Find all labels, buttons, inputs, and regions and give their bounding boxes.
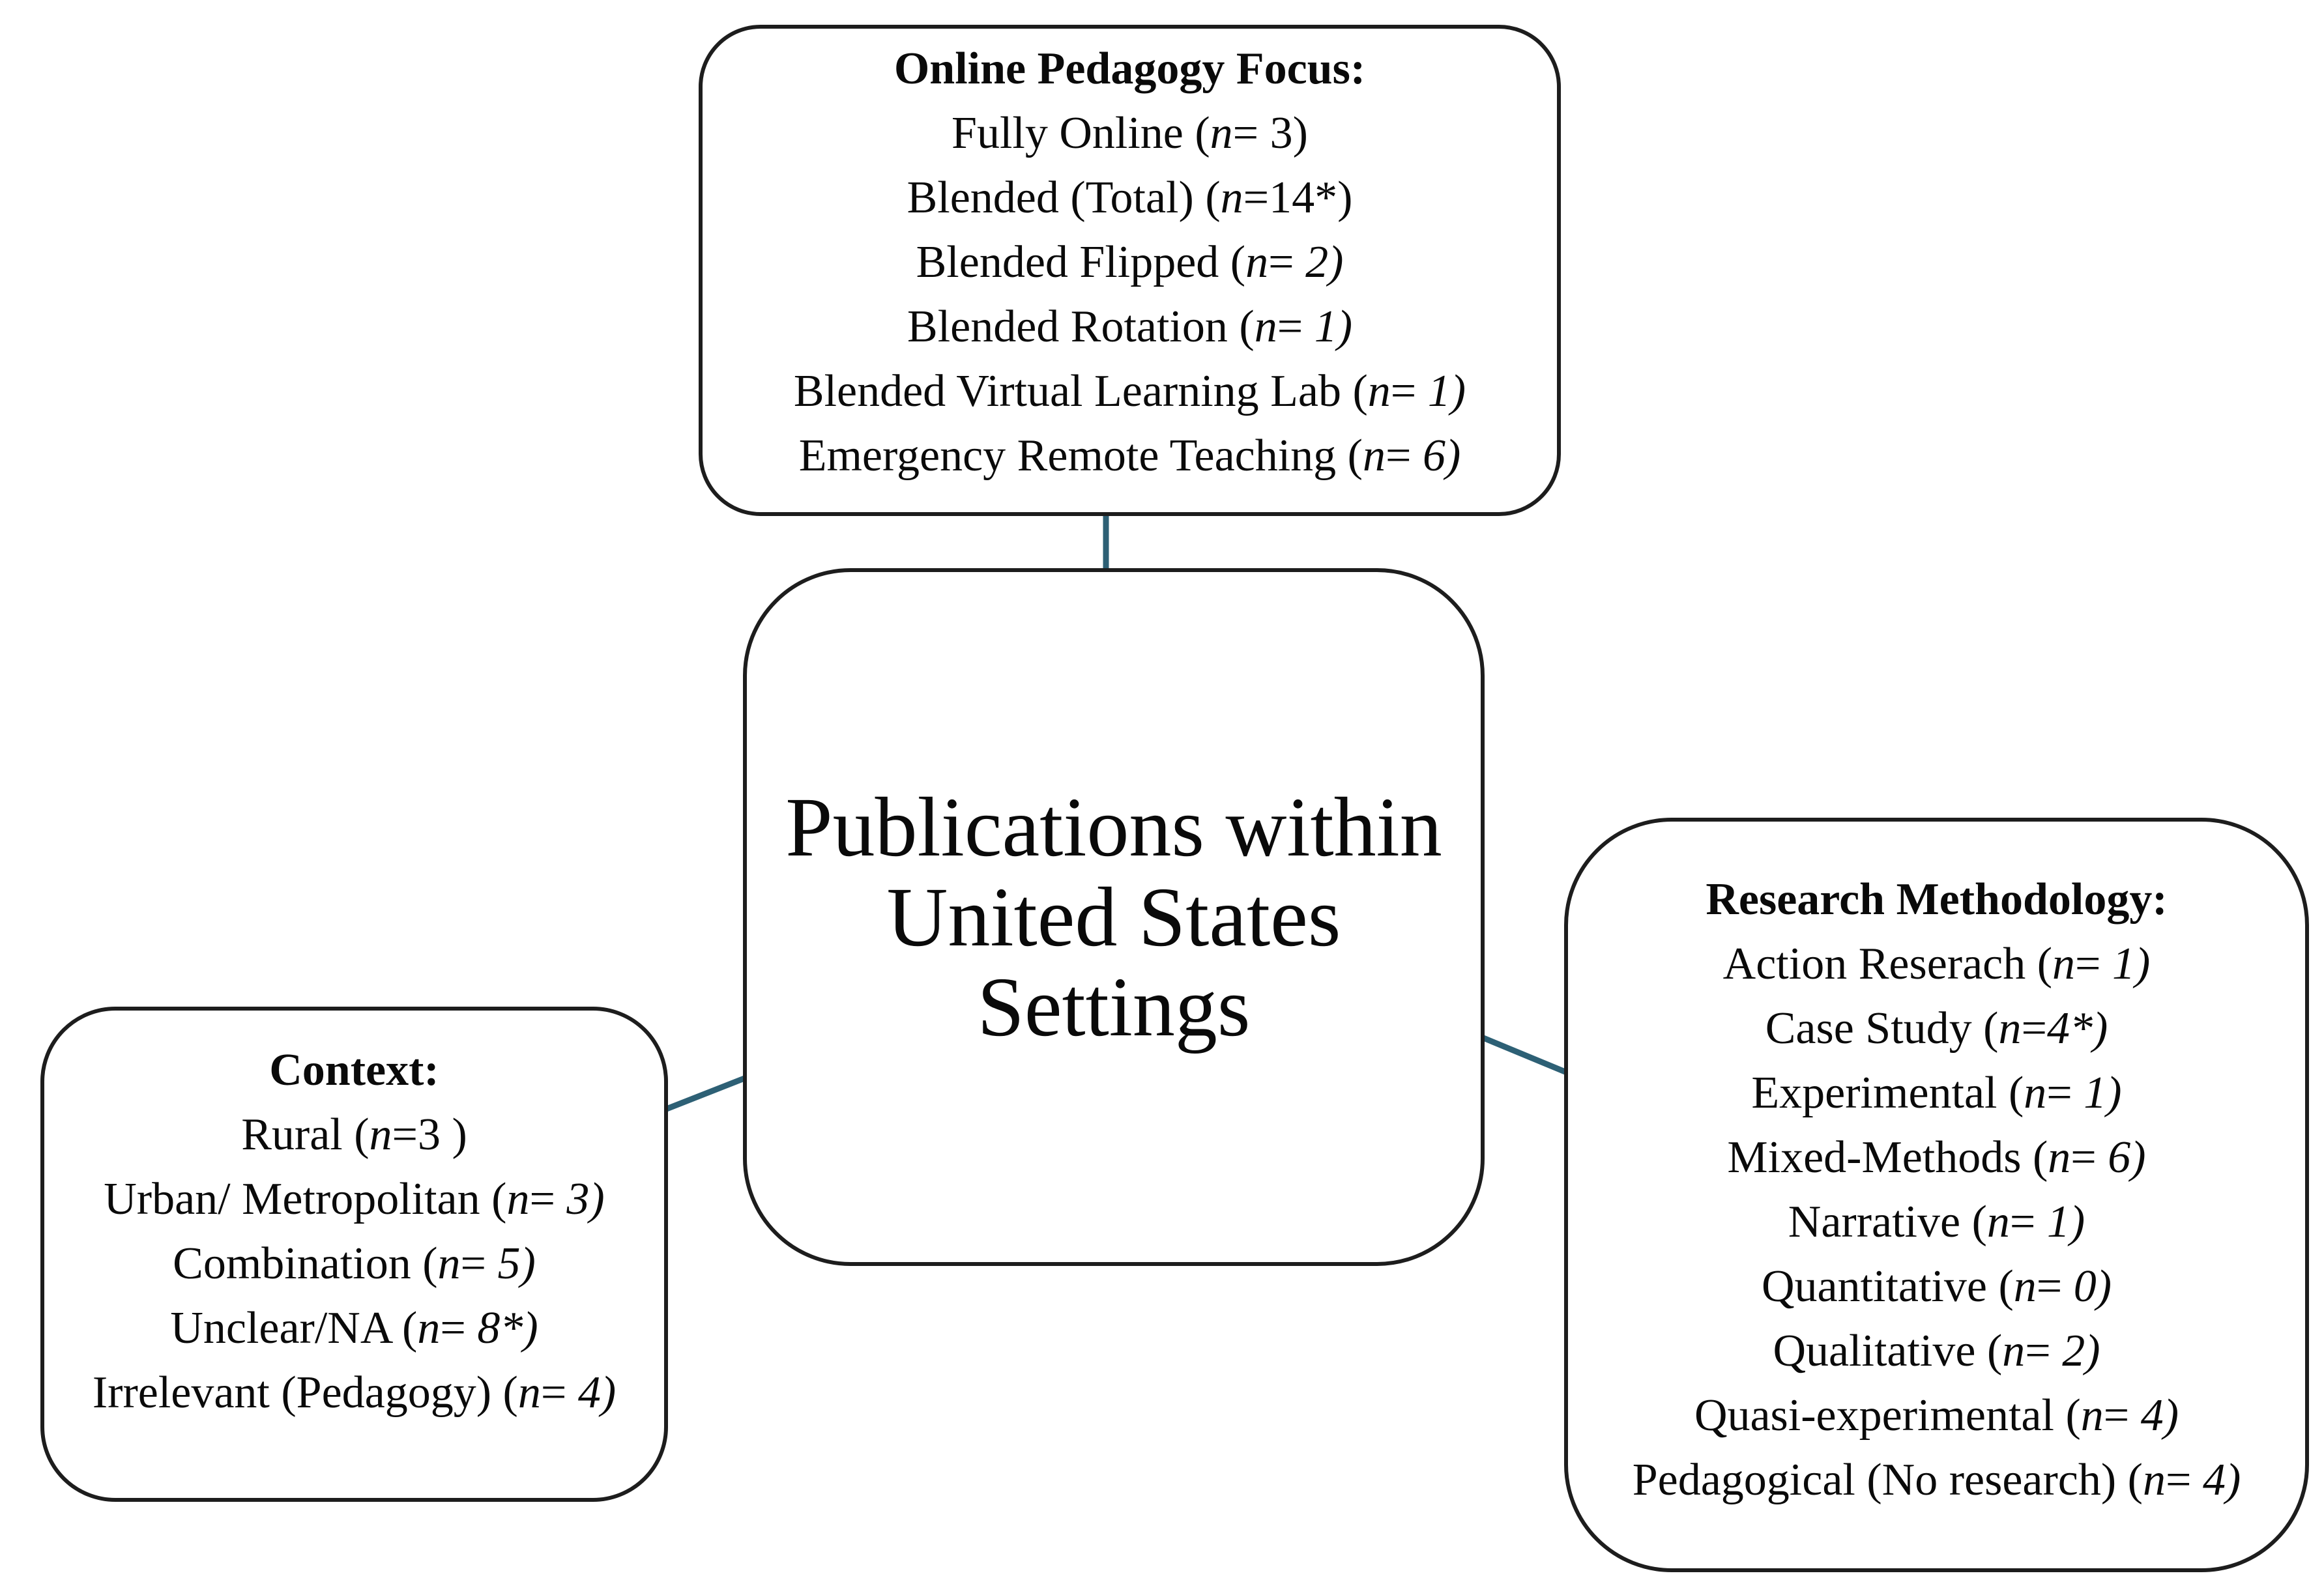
list-item: Unclear/NA (n= 8*) bbox=[170, 1303, 538, 1353]
list-item: Pedagogical (No research) (n= 4) bbox=[1632, 1455, 2241, 1505]
list-item: Fully Online (n= 3) bbox=[951, 108, 1308, 158]
node-heading-online-pedagogy-focus: Online Pedagogy Focus: bbox=[893, 44, 1366, 94]
node-items-context: Rural (n=3 ) Urban/ Metropolitan (n= 3) Co… bbox=[44, 1102, 664, 1425]
list-item: Case Study (n=4*) bbox=[1765, 1003, 2108, 1054]
center-title-line-1: Publications within bbox=[785, 780, 1442, 874]
list-item: Irrelevant (Pedagogy) (n= 4) bbox=[92, 1368, 617, 1418]
list-item: Blended Virtual Learning Lab (n= 1) bbox=[793, 366, 1466, 416]
center-title-line-3: Settings bbox=[977, 960, 1251, 1054]
list-item: Quasi-experimental (n= 4) bbox=[1694, 1390, 2179, 1441]
node-online-pedagogy-focus: Online Pedagogy Focus: Fully Online (n= … bbox=[699, 25, 1561, 516]
node-research-methodology: Research Methodology: Action Reserach (n… bbox=[1564, 818, 2309, 1572]
list-item: Experimental (n= 1) bbox=[1751, 1068, 2122, 1118]
list-item: Qualitative (n= 2) bbox=[1773, 1326, 2100, 1376]
list-item: Combination (n= 5) bbox=[173, 1239, 536, 1289]
node-context: Context: Rural (n=3 ) Urban/ Metropolitan… bbox=[40, 1007, 668, 1502]
center-node-publications: Publications within United States Settin… bbox=[743, 568, 1485, 1266]
node-heading-context: Context: bbox=[269, 1045, 439, 1095]
list-item: Urban/ Metropolitan (n= 3) bbox=[104, 1174, 605, 1224]
list-item: Rural (n=3 ) bbox=[241, 1110, 467, 1160]
node-items-research-methodology: Action Reserach (n= 1) Case Study (n=4*) E… bbox=[1568, 932, 2305, 1512]
connector-center-to-methodology bbox=[1474, 1031, 1576, 1079]
list-item: Action Reserach (n= 1) bbox=[1722, 939, 2151, 989]
list-item: Narrative (n= 1) bbox=[1788, 1197, 2085, 1247]
node-heading-research-methodology: Research Methodology: bbox=[1706, 874, 2168, 925]
list-item: Quantitative (n= 0) bbox=[1761, 1261, 2112, 1312]
list-item: Mixed-Methods (n= 6) bbox=[1727, 1132, 2146, 1183]
center-title-line-2: United States bbox=[886, 870, 1341, 964]
node-items-online-pedagogy-focus: Fully Online (n= 3) Blended (Total) (n=14… bbox=[703, 101, 1557, 488]
list-item: Blended Rotation (n= 1) bbox=[907, 302, 1352, 352]
center-node-title: Publications within United States Settin… bbox=[785, 783, 1442, 1052]
list-item: Blended (Total) (n=14*) bbox=[907, 173, 1353, 223]
list-item: Emergency Remote Teaching (n= 6) bbox=[798, 431, 1461, 481]
list-item: Blended Flipped (n= 2) bbox=[916, 237, 1344, 287]
connector-context-to-center bbox=[657, 1071, 757, 1115]
